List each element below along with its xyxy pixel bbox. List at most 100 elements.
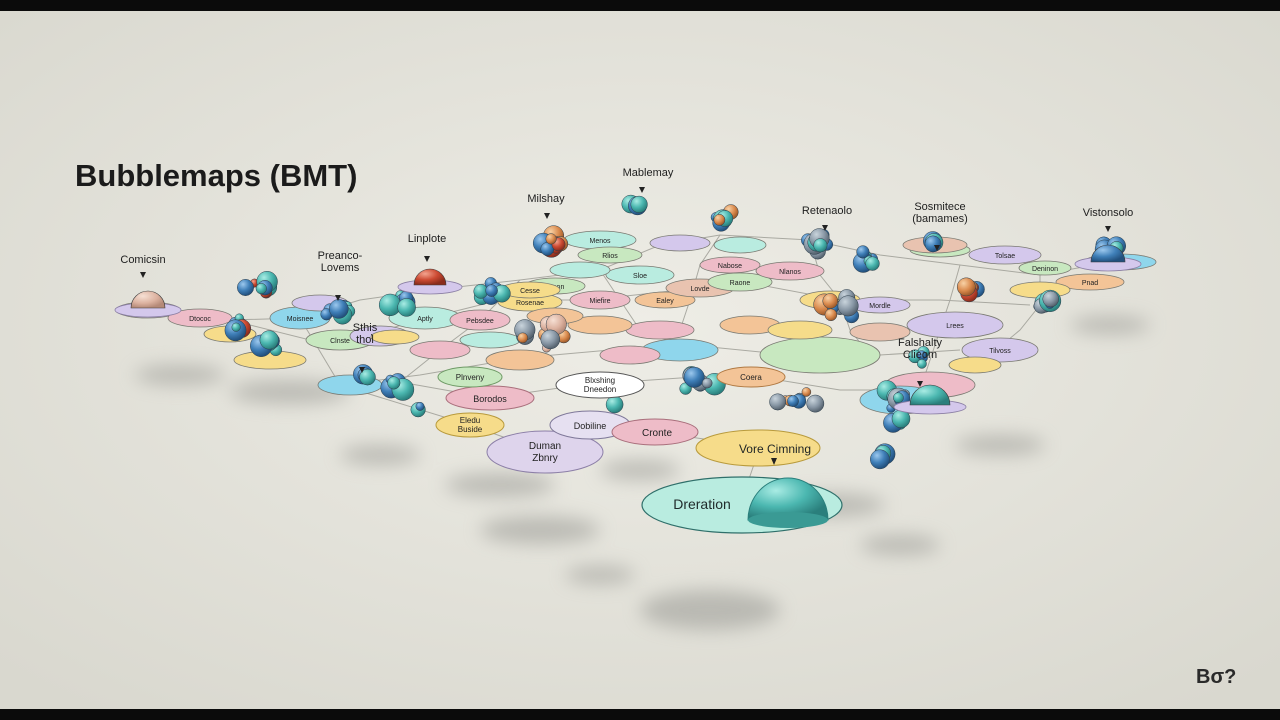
callout-prenco: Preanco-Lovems [318,250,363,301]
node-label: Moisnee [287,316,314,323]
shadow-layer [135,316,1150,630]
node-n23[interactable]: Pnad [1055,273,1125,291]
node-cluster[interactable] [473,277,511,305]
node-pinveny[interactable]: Plnveny [437,366,503,388]
node-label: Cronte [642,428,672,439]
node-vistonsolo[interactable] [1074,244,1142,272]
node-cluster[interactable] [605,395,624,414]
node-label: Miefire [589,298,610,305]
bubble-sphere [806,394,825,413]
node-cluster[interactable] [710,204,739,232]
node-n14[interactable]: Nabose [699,256,761,274]
node-ellipse[interactable] [370,329,420,345]
node-cluster[interactable] [870,443,896,470]
node-n11[interactable]: Ealey [634,291,696,309]
node-cluster[interactable] [956,277,985,303]
sphere-cluster-layer [114,194,1142,470]
page-title: Bubblemaps (BMT) [75,158,357,193]
node-n21[interactable]: Tolsae [968,245,1042,265]
node-cluster[interactable] [224,313,252,342]
node-label: Clnste [330,338,350,345]
callout-arrow-icon [424,256,430,262]
node-coera[interactable]: Coera [716,366,786,388]
node-n18[interactable]: Nlanos [755,261,825,281]
node-ellipse[interactable] [713,236,767,254]
bubble-sphere [387,376,401,390]
bubble-sphere [231,322,241,332]
node-dobiline[interactable]: Dobiline [549,410,631,440]
bubble-sphere [824,308,838,322]
node-ellipse[interactable] [459,331,521,349]
node-ellipse[interactable] [849,322,911,342]
node-cluster[interactable] [679,366,726,396]
node-n25[interactable]: Tilvoss [961,337,1039,363]
node-ellipse[interactable] [625,320,695,340]
node-n10[interactable]: Sloe [605,265,675,285]
node-cluster[interactable] [320,299,356,325]
bubble-sphere [545,233,557,245]
node-comicsin[interactable] [114,290,182,318]
node-cluster[interactable] [908,346,930,369]
callout-arrow-icon [1105,226,1111,232]
bubble-sphere [856,245,870,259]
node-cluster[interactable] [801,228,834,260]
node-vore[interactable]: Vore Cimning [695,429,821,467]
node-cluster[interactable] [621,194,648,216]
node-ellipse[interactable] [409,340,471,360]
node-falthalty[interactable] [893,384,967,415]
node-cluster[interactable] [883,409,911,433]
node-n20[interactable]: Mordle [849,296,911,314]
node-ellipse[interactable] [549,261,611,279]
bubble-sphere [255,283,267,295]
bubble-sphere [259,330,279,350]
node-linplote[interactable] [397,268,463,295]
node-n9[interactable]: Miefire [569,290,631,310]
node-ellipse[interactable] [649,234,711,252]
node-cluster[interactable] [237,271,278,299]
node-label: Nlanos [779,269,801,276]
node-cluster[interactable] [380,373,415,401]
node-cluster[interactable] [532,225,569,258]
node-label: Rlios [602,253,618,260]
node-label: Dreration [673,496,731,512]
node-cronte[interactable]: Cronte [611,418,699,446]
node-ellipse[interactable] [233,350,307,370]
node-n22[interactable]: Deninon [1018,260,1072,276]
callout-arrow-icon [822,225,828,231]
callout-retennolo: Retenaolo [802,205,852,231]
bubble-sphere [787,395,799,407]
node-dreration[interactable]: Dreration [641,476,843,534]
node-label: Plnveny [456,373,484,382]
node-borodos[interactable]: Borodos [445,385,535,411]
node-ellipse[interactable] [485,349,555,371]
node-cluster[interactable] [410,401,426,418]
node-ellipse[interactable] [599,345,661,365]
node-n15[interactable]: Menos [563,230,637,250]
node-n6[interactable]: Pebsdee [449,309,511,331]
bubble-sphere [822,293,839,309]
node-cluster[interactable] [250,330,283,357]
node-ellipse[interactable] [759,336,881,374]
callout-label: Sosmitece(bamames) [912,201,968,225]
node-cluster[interactable] [852,245,880,273]
node-cluster[interactable] [813,289,860,324]
node-n13[interactable]: Raone [707,272,773,292]
node-cluster[interactable] [1033,289,1062,314]
node-n24[interactable]: Lrees [906,311,1004,339]
node-cluster[interactable] [769,387,825,413]
bubble-sphere [540,329,561,350]
node-ellipse[interactable] [767,320,833,340]
node-n16[interactable]: Rlios [577,246,643,264]
node-ellipse[interactable] [948,356,1002,374]
node-cluster[interactable] [378,290,416,317]
node-cluster[interactable] [514,313,571,353]
node-ellipse[interactable] [567,315,633,335]
